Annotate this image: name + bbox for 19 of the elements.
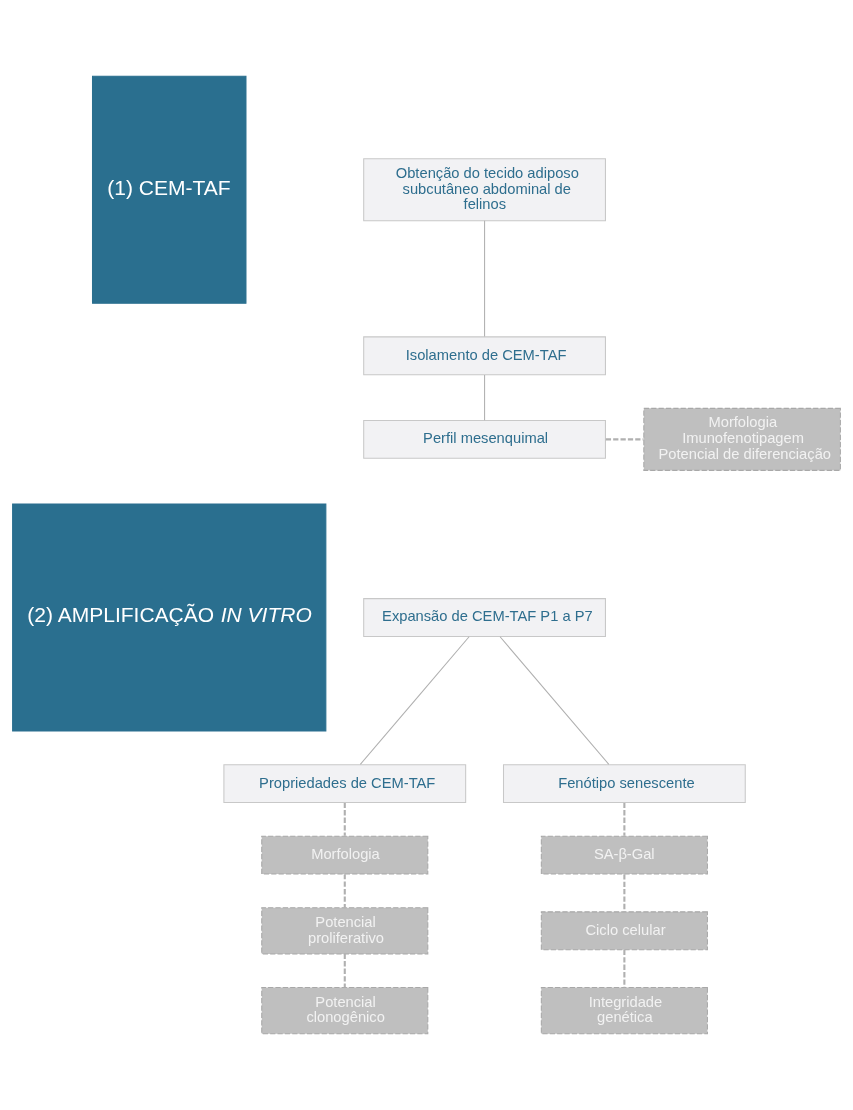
connector — [623, 802, 626, 836]
connector — [623, 874, 626, 912]
connector — [343, 953, 346, 988]
connector — [605, 438, 644, 441]
connector — [343, 874, 346, 908]
connector — [623, 949, 626, 988]
connector — [359, 636, 470, 765]
node-box: Obtenção do tecido adiposo subcutâneo abdominal de felinos — [363, 158, 606, 222]
node-box: Expansão de CEM-TAF P1 a P7 — [363, 598, 606, 637]
connector — [343, 802, 346, 836]
connector — [499, 636, 610, 765]
connector — [484, 220, 486, 338]
node-box: Perfil mesenquimal — [363, 419, 606, 459]
connector — [484, 374, 486, 421]
node-box: Isolamento de CEM-TAF — [363, 336, 606, 376]
node-box: (2) AMPLIFICAÇÃO IN VITRO — [12, 503, 327, 732]
node-box: Propriedades de CEM-TAF — [223, 764, 467, 804]
node-box: (1) CEM-TAF — [91, 75, 247, 304]
node-box: Fenótipo senescente — [502, 764, 746, 804]
